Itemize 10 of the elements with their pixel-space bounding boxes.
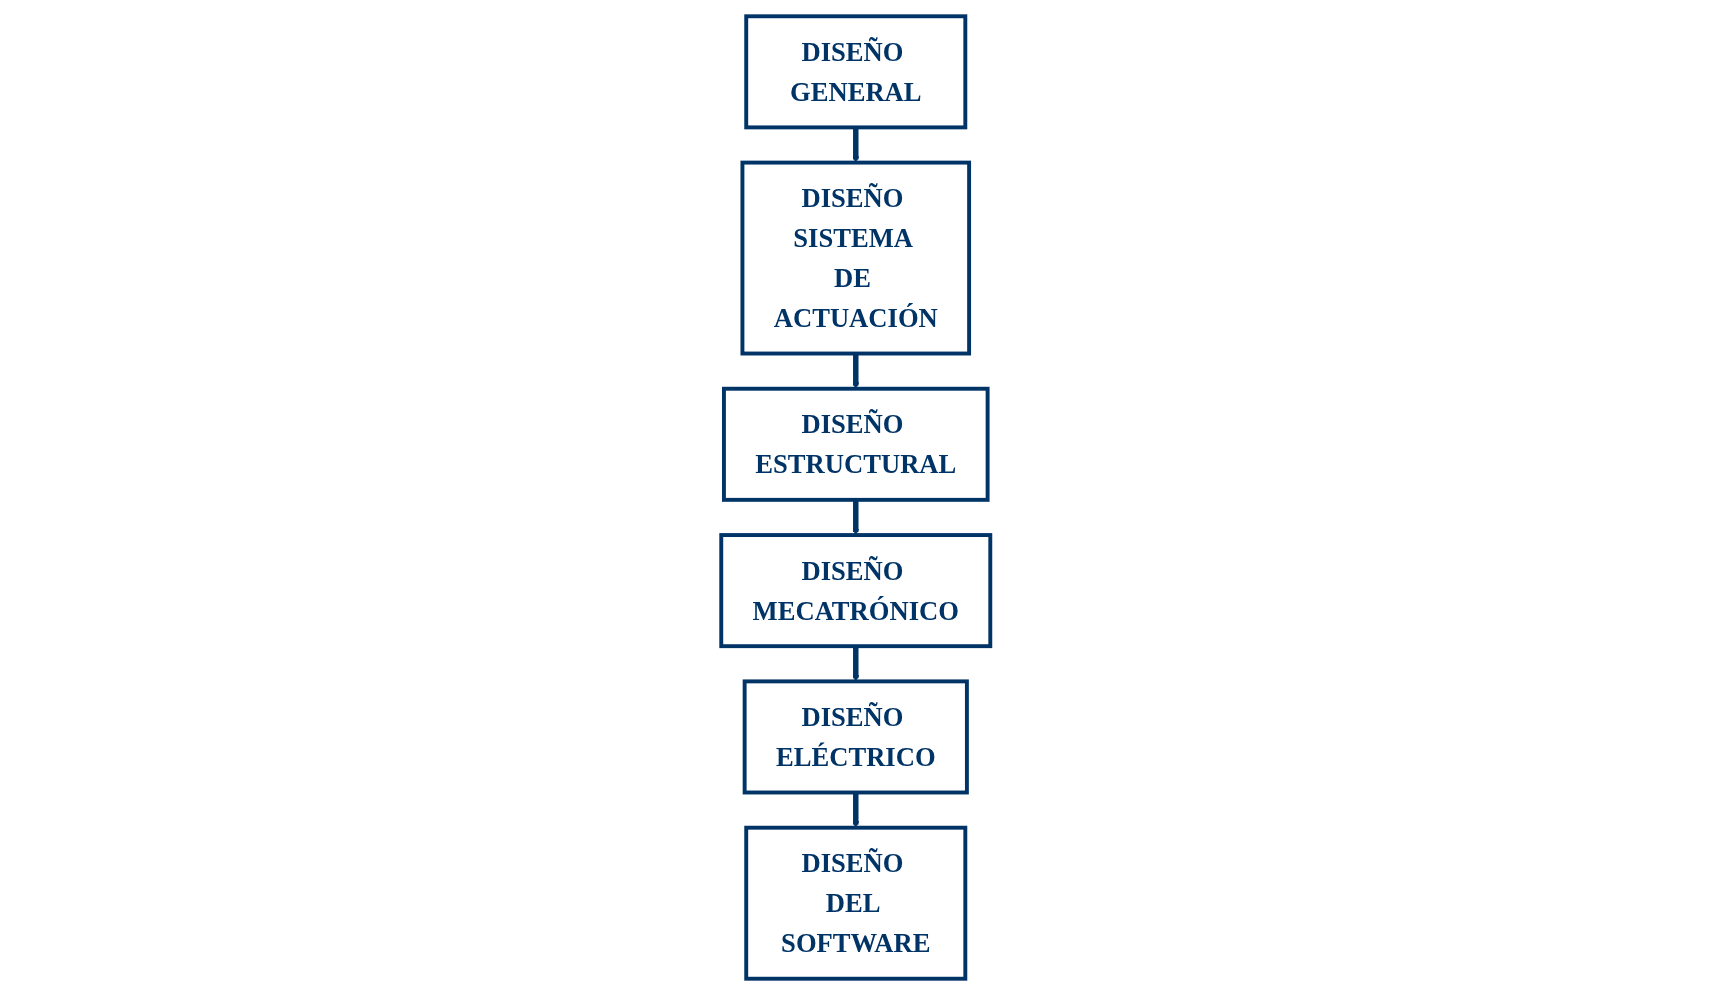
node-box: DISEÑO SISTEMA DE ACTUACIÓN (740, 160, 972, 356)
arrow (852, 127, 860, 163)
arrow (852, 646, 860, 682)
node-box: DISEÑO DEL SOFTWARE (744, 825, 968, 981)
arrow (852, 499, 860, 536)
node-box: DISEÑO MECATRÓNICO (719, 533, 993, 649)
node-box: DISEÑO GENERAL (744, 14, 968, 130)
node-box: DISEÑO ELÉCTRICO (742, 679, 970, 795)
node-box: DISEÑO ESTRUCTURAL (722, 386, 990, 502)
arrow (852, 792, 860, 828)
